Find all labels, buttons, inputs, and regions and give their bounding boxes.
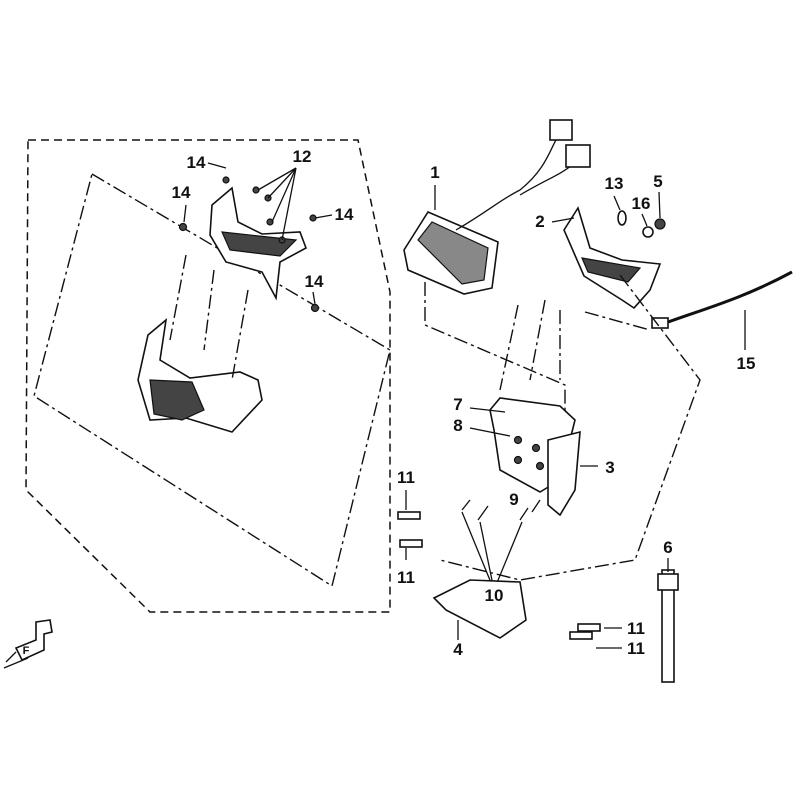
callout-14[interactable]: 14 [334,205,354,224]
callout-11[interactable]: 11 [627,619,645,638]
stay-bracket-3 [547,430,598,517]
callout-2[interactable]: 2 [535,212,545,231]
callout-8[interactable]: 8 [453,416,463,435]
callout-5[interactable]: 5 [653,172,663,191]
callout-3[interactable]: 3 [605,458,615,477]
meter-assembly [403,119,591,295]
cable-tie-6 [657,558,679,683]
callout-11[interactable]: 11 [627,639,645,658]
group-frame-dashed [25,139,391,613]
callout-14[interactable]: 14 [304,272,324,291]
callout-14[interactable]: 14 [171,183,191,202]
lower-bracket-4 [432,579,527,640]
front-direction-indicator [3,619,53,669]
callout-12[interactable]: 12 [292,147,312,166]
callout-1[interactable]: 1 [430,163,440,182]
assembly-plane-left [33,172,391,588]
callout-6[interactable]: 6 [663,538,673,557]
callout-9[interactable]: 9 [509,490,519,509]
small-hardware-5-13-16 [613,191,666,238]
callout-4[interactable]: 4 [453,640,463,659]
bolts-10 [461,499,541,591]
meter-cover-bracket [563,206,662,310]
callout-15[interactable]: 15 [736,354,756,373]
callout-11[interactable]: 11 [397,568,415,587]
wire-cable [651,270,793,350]
callout-10[interactable]: 10 [484,586,504,605]
front-cover-lower [137,318,263,433]
bolts-11 [397,490,622,649]
assembly-plane-right [424,274,701,581]
callout-16[interactable]: 16 [631,194,651,213]
callout-11[interactable]: 11 [397,468,415,487]
front-cover-upper [209,186,307,301]
callout-14[interactable]: 14 [186,153,206,172]
callout-7[interactable]: 7 [453,395,463,414]
screws-14-12 [178,162,333,313]
direction-label: F [22,645,30,657]
callout-13[interactable]: 13 [604,174,624,193]
